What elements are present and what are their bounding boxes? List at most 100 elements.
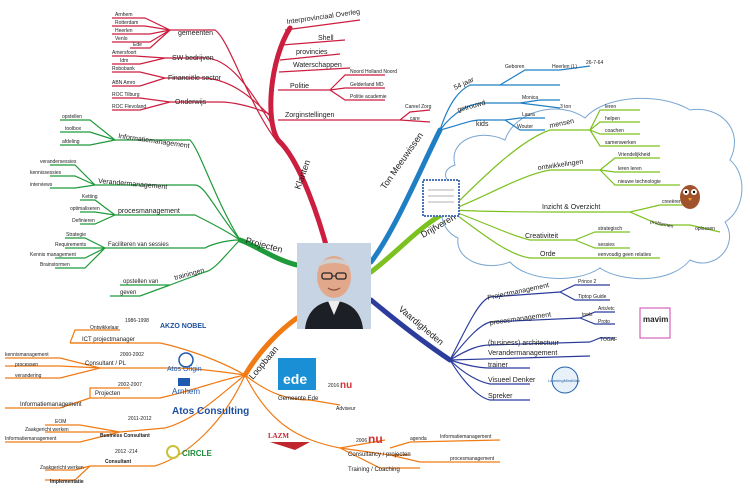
politie-gmd: Gelderland MD [350, 82, 384, 88]
ontw-leren: leren leren [618, 166, 642, 172]
ton-monica: Monica [522, 95, 538, 101]
proj-facil: Faciliteren van sessies [108, 242, 169, 248]
ton-date: 26-7-64 [586, 60, 603, 66]
ond-tilburg: ROC Tilburg [112, 92, 140, 98]
akzo-ictpm: ICT projectmanager [82, 337, 135, 343]
klanten-provincies: provincies [296, 49, 328, 56]
svg-text:AKZO NOBEL: AKZO NOBEL [160, 323, 207, 330]
ton-3: 3 ton [560, 104, 571, 110]
proj-proces: procesmanagement [118, 208, 180, 215]
atos-years: 2011-2012 [128, 416, 152, 422]
svg-text:mavim: mavim [643, 315, 668, 324]
inf-afdeling: afdeling [62, 139, 80, 145]
orde-eenv: eenvoudig geen relaties [598, 252, 652, 258]
tile-icon [422, 179, 460, 217]
circle-zaak: Zaakgericht werken [40, 465, 84, 471]
svg-text:Arnhem: Arnhem [172, 387, 200, 396]
circle-role: Consultant [105, 459, 131, 465]
svg-text:LearningMindMap: LearningMindMap [548, 378, 581, 383]
klanten-zorg: Zorginstellingen [285, 112, 335, 119]
ede-nu: nu [340, 380, 352, 391]
mavim-logo: mavim [639, 307, 671, 339]
sw-label: SW bedrijven [172, 55, 214, 62]
pm-tiptop: Tiptop Guide [578, 294, 607, 300]
lazm-consult: Consultancy / projecten [348, 452, 411, 458]
ver-interviews: interviews [30, 182, 53, 188]
cloud-shape [441, 97, 743, 280]
lazm-pm: procesmanagement [450, 456, 495, 462]
gem-rotterdam: Rotterdam [115, 20, 138, 26]
akzo-nobel-logo: AKZO NOBEL [160, 323, 207, 330]
portrait-photo [297, 243, 371, 329]
sw-idm: Idm [120, 58, 128, 64]
pro-ketting: Ketting [82, 194, 98, 200]
atos-zaak: Zaakgericht werken [25, 427, 69, 433]
lazm-nu: nu [368, 432, 383, 446]
tr-geven: geven [120, 290, 136, 296]
ond-flevoland: ROC Flevoland [112, 104, 146, 110]
branch-vaardigheden [368, 297, 453, 363]
fac-strategie: Strategie [66, 232, 86, 238]
ver-sessies: verandersessies [40, 159, 77, 165]
gem-arnhem: Arnhem [115, 12, 133, 18]
branch-loopbaan [242, 315, 300, 378]
proc-tools: tools [582, 312, 593, 318]
atos-eom: EOM [55, 419, 66, 425]
learning-mindmap-logo: LearningMindMap [548, 366, 581, 394]
inz-creeren: creeëren [662, 199, 682, 205]
atos-role: Business Consultant [100, 433, 150, 439]
arnhem-projecten: Projecten [95, 391, 120, 397]
origin-role: Consultant / PL [85, 361, 127, 367]
ver-kennis: kennissessies [30, 170, 62, 176]
vaar-verander: Verandermanagement [488, 350, 557, 357]
svg-text:ede: ede [283, 371, 307, 387]
branch-ton [368, 127, 443, 265]
fin-abn: ABN Amro [112, 80, 136, 86]
ton-laura: Laura [522, 112, 535, 118]
vaar-proc: procesmanagement [489, 311, 551, 327]
ton-kids: kids [476, 121, 489, 128]
inf-toolbox: toolbox [65, 126, 82, 132]
label-ton: Ton Meeuwissen [378, 130, 425, 191]
inz-problemen: problemen [650, 219, 675, 230]
vaar-pm: Projectmanagement [487, 282, 550, 302]
zorg-careel: Careel Zorg [405, 104, 432, 110]
ede-logo: ede [278, 358, 316, 390]
lazm-training: Training / Coaching [348, 467, 400, 473]
svg-text:Atos Consulting: Atos Consulting [172, 406, 249, 417]
drijf-orde: Orde [540, 251, 556, 258]
pro-def: Definieren [72, 218, 95, 224]
atos-origin-logo: Atos Origin [167, 352, 202, 373]
gem-heerlen: Heerlen [115, 28, 133, 34]
arnhem-im: Informatiemanagement [20, 402, 82, 408]
creat-strat: strategisch [598, 226, 622, 232]
tr-opstellen: opstellen van [123, 279, 158, 285]
ton-age: 54 jaar [453, 76, 476, 92]
mensen-coachen: coachen [605, 128, 624, 134]
politie-academie: Politie academie [350, 94, 387, 100]
vaar-visueel: Visueel Denker [488, 377, 536, 384]
drijf-creat: Creativiteit [525, 233, 558, 240]
mensen-helpen: helpen [605, 116, 620, 122]
arnhem-logo: Arnhem [172, 378, 200, 396]
ontw-tech: nieuwe technologie [618, 179, 661, 185]
ede-year: 2016 [328, 383, 339, 389]
owl-icon [680, 185, 700, 209]
arch-togaf: TOGAF [600, 337, 617, 343]
ede-adviseur: Adviseur [336, 406, 356, 412]
lazm-im: Informatiemanagement [440, 434, 492, 440]
inz-oplossen: oplossen [695, 226, 715, 232]
atos-consulting-logo: Atos Consulting [172, 406, 249, 417]
origin-ver: verandering [15, 373, 42, 379]
origin-km: kennismanagement [5, 352, 49, 358]
mensen-samen: samenwerken [605, 140, 636, 146]
sw-amersfoort: Amersfoort [112, 50, 137, 56]
fin-robobank: Robobank [112, 66, 135, 72]
ontw-vriend: Vriendelijkheid [618, 152, 651, 158]
circle-logo: CIRCLE [166, 445, 212, 459]
klanten-ipo: Interprovinciaal Overleg [286, 9, 360, 26]
ton-wouter: Wouter [517, 124, 533, 130]
politie-nhn: Noord Holland Noord [350, 69, 397, 75]
zorg-care: care [410, 116, 420, 122]
